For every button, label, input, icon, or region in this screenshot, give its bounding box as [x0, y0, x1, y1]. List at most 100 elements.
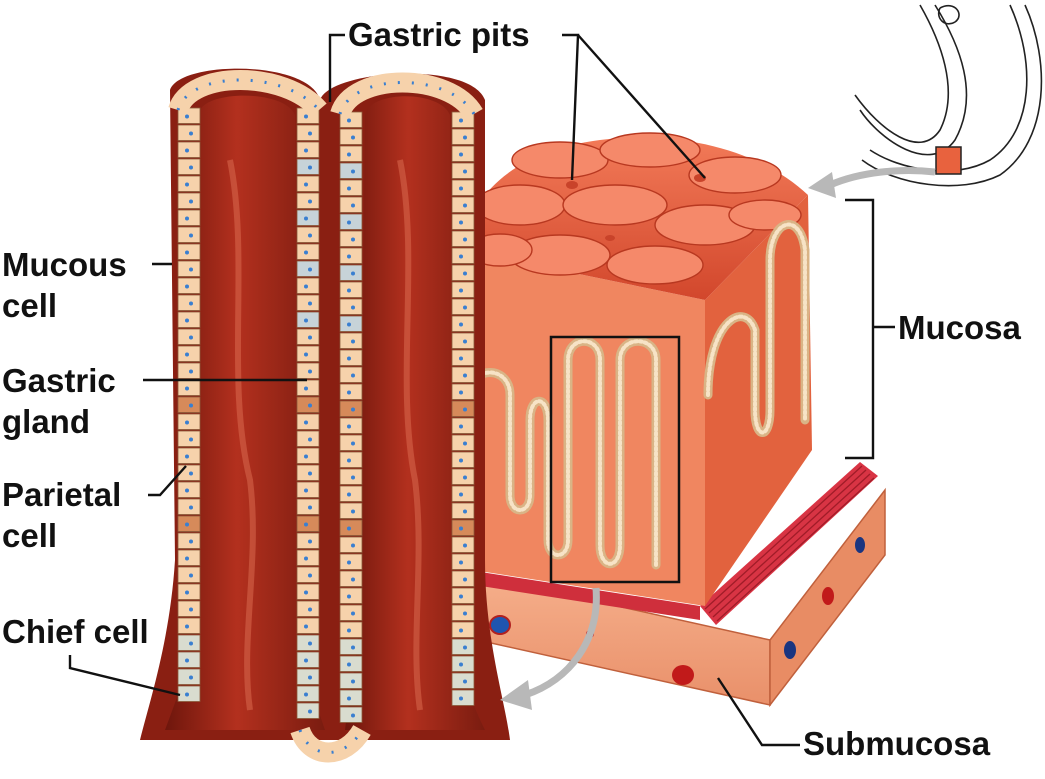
cell-nucleus — [185, 285, 189, 289]
blood-vessel — [784, 641, 796, 659]
cell-nucleus — [351, 238, 355, 242]
cell-nucleus — [463, 544, 467, 548]
cell-nucleus — [185, 455, 189, 459]
epithelial-cell — [340, 537, 362, 553]
epithelial-cell — [297, 516, 319, 532]
cell-nucleus — [459, 493, 463, 497]
epithelial-cell — [452, 503, 474, 519]
epithelial-cell — [178, 669, 200, 685]
epithelial-cell — [452, 537, 474, 553]
epithelial-cell — [297, 159, 319, 175]
epithelial-cell — [340, 639, 362, 655]
epithelial-cell — [452, 673, 474, 689]
cell-nucleus — [185, 387, 189, 391]
cell-nucleus — [351, 374, 355, 378]
cell-nucleus — [185, 251, 189, 255]
cell-nucleus — [304, 625, 308, 629]
epithelial-cell — [340, 554, 362, 570]
epithelial-cell — [178, 278, 200, 294]
cell-nucleus — [189, 608, 193, 612]
cell-nucleus — [304, 353, 308, 357]
cell-nucleus — [351, 578, 355, 582]
cell-nucleus — [308, 438, 312, 442]
epithelial-cell — [452, 418, 474, 434]
epithelial-cell — [297, 669, 319, 685]
epithelial-cell — [297, 618, 319, 634]
cell-nucleus — [459, 119, 463, 123]
epithelial-cell — [452, 129, 474, 145]
cell-nucleus — [304, 421, 308, 425]
epithelial-cell — [340, 350, 362, 366]
epithelial-cell — [452, 180, 474, 196]
epithelial-cell — [452, 146, 474, 162]
cell-nucleus — [459, 323, 463, 327]
cell-nucleus — [347, 391, 351, 395]
epithelial-cell — [297, 176, 319, 192]
epithelial-cell — [178, 261, 200, 277]
cell-nucleus — [189, 472, 193, 476]
epithelial-cell — [340, 656, 362, 672]
cell-nucleus — [459, 391, 463, 395]
epithelial-cell — [178, 686, 200, 702]
epithelial-cell — [452, 163, 474, 179]
epithelial-cell — [178, 125, 200, 141]
epithelial-cell — [297, 227, 319, 243]
epithelial-cell — [340, 197, 362, 213]
epithelial-cell — [297, 686, 319, 702]
epithelial-cell — [452, 639, 474, 655]
epithelial-cell — [178, 142, 200, 158]
cell-nucleus — [459, 425, 463, 429]
epithelial-cell — [178, 499, 200, 515]
cell-nucleus — [304, 115, 308, 119]
epithelial-cell — [178, 210, 200, 226]
cell-nucleus — [304, 387, 308, 391]
epithelial-cell — [340, 146, 362, 162]
cell-nucleus — [189, 132, 193, 136]
epithelial-cell — [178, 431, 200, 447]
epithelial-cell — [178, 516, 200, 532]
cell-nucleus — [185, 489, 189, 493]
label-parietal-cell-line1: Parietal — [2, 476, 121, 513]
cell-nucleus — [308, 710, 312, 714]
cell-nucleus — [351, 476, 355, 480]
cell-nucleus — [304, 557, 308, 561]
cell-nucleus — [308, 132, 312, 136]
cell-nucleus — [189, 200, 193, 204]
epithelial-cell — [452, 197, 474, 213]
cell-nucleus — [459, 697, 463, 701]
label-gastric-pits: Gastric pits — [348, 16, 530, 53]
epithelial-cell — [340, 435, 362, 451]
epithelial-cell — [297, 380, 319, 396]
epithelial-cell — [340, 333, 362, 349]
epithelial-cell — [178, 244, 200, 260]
epithelial-cell — [178, 567, 200, 583]
cell-nucleus — [347, 187, 351, 191]
cell-nucleus — [463, 680, 467, 684]
cell-nucleus — [351, 544, 355, 548]
epithelial-cell — [340, 316, 362, 332]
mucosa-bracket — [845, 200, 873, 458]
cell-nucleus — [351, 306, 355, 310]
epithelial-cell — [340, 248, 362, 264]
epithelial-cell — [452, 571, 474, 587]
label-gastric-gland-line2: gland — [2, 403, 90, 440]
epithelial-cell — [297, 261, 319, 277]
cell-nucleus — [459, 153, 463, 157]
cell-nucleus — [347, 289, 351, 293]
cell-nucleus — [189, 234, 193, 238]
cell-nucleus — [347, 561, 351, 565]
cell-nucleus — [189, 404, 193, 408]
epithelial-cell — [178, 533, 200, 549]
mucosa-front-face — [460, 250, 705, 606]
cell-nucleus — [351, 272, 355, 276]
stomach-location-marker — [936, 147, 961, 174]
epithelial-cell — [340, 384, 362, 400]
cell-nucleus — [308, 642, 312, 646]
epithelial-cell — [178, 601, 200, 617]
epithelial-cell — [452, 316, 474, 332]
cell-nucleus — [459, 187, 463, 191]
cell-nucleus — [189, 438, 193, 442]
epithelial-cell — [452, 690, 474, 706]
epithelial-cell — [452, 231, 474, 247]
